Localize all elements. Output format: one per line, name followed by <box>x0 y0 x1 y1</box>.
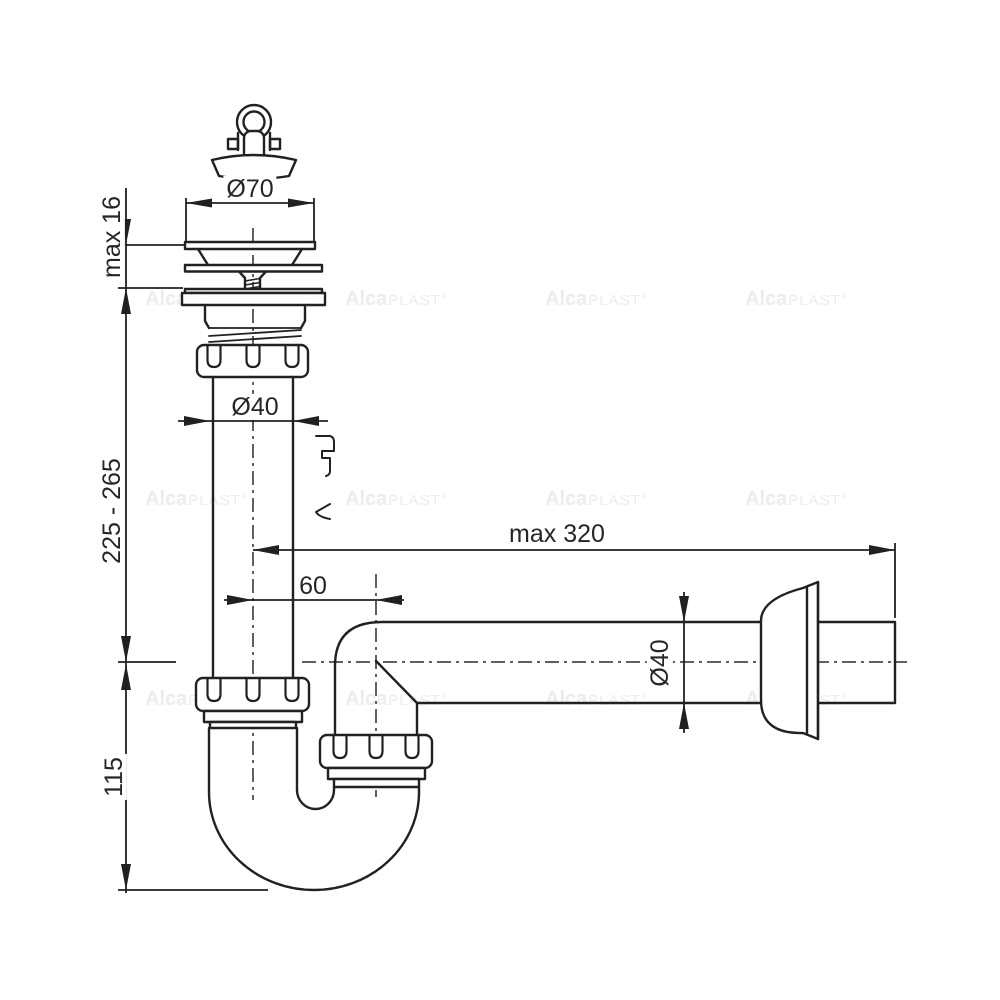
strainer-washer-thick <box>180 291 327 307</box>
drain-plug <box>210 103 298 181</box>
dim-strainer-diameter: Ø70 <box>223 176 277 202</box>
brand-watermark: AlcaPLAST® <box>545 288 648 310</box>
elbow-outer <box>333 620 762 739</box>
vertical-pipe-walls <box>211 375 295 680</box>
dim-trap-height: 115 <box>100 754 128 800</box>
elbow-nut-step <box>332 777 421 789</box>
dimension-arrowheads <box>121 198 895 890</box>
strainer-lower-body <box>203 303 307 330</box>
dim-flange-max-height: max 16 <box>98 193 126 281</box>
strainer-stem-threads <box>244 277 261 290</box>
trap-outer-arc <box>207 790 421 892</box>
trap-inner-dip <box>295 788 336 811</box>
brand-watermark: AlcaPLAST® <box>345 288 448 310</box>
plug-tab-left <box>226 137 240 151</box>
dim-outlet-pipe-diameter: Ø40 <box>646 636 674 690</box>
strainer-thread-section <box>208 327 302 346</box>
outlet-elbow-and-pipe <box>333 620 897 739</box>
outlet-pipe-right <box>816 620 897 705</box>
upper-union-nut <box>195 343 310 379</box>
plug-loop-inner <box>242 110 266 134</box>
trap-left-cup <box>207 726 299 794</box>
pipe-cut-symbol <box>315 435 335 520</box>
strainer-mid-plate <box>183 263 324 273</box>
u-bend <box>207 726 421 892</box>
dim-outlet-max-length: max 320 <box>506 521 608 547</box>
dim-elbow-offset: 60 <box>296 573 330 599</box>
plug-tab-right <box>268 137 282 151</box>
elbow-union-nut <box>318 733 434 789</box>
siphon-body <box>180 103 897 892</box>
elbow-nut-collar <box>326 766 427 781</box>
d70-extension-lines <box>185 198 315 242</box>
trap-nut-step <box>208 720 298 730</box>
trap-inlet-nut <box>194 676 311 730</box>
left-extension-ticks <box>118 244 268 891</box>
brand-watermark: AlcaPLAST® <box>545 688 648 710</box>
brand-watermark: AlcaPLAST® <box>745 488 848 510</box>
elbow-inner-chamfer <box>374 659 419 705</box>
centerlines <box>252 228 907 800</box>
brand-watermark: AlcaPLAST® <box>345 488 448 510</box>
strainer-top-plate <box>183 240 317 251</box>
trap-nut-collar <box>202 709 304 724</box>
strainer-assembly <box>180 240 327 346</box>
dim-vertical-adjust-range: 225 - 265 <box>98 455 126 567</box>
wall-escutcheon <box>759 580 820 741</box>
brand-watermark: AlcaPLAST® <box>745 288 848 310</box>
brand-watermark: AlcaPLAST® <box>545 488 648 510</box>
dim-vertical-pipe-diameter: Ø40 <box>228 394 282 420</box>
strainer-funnel <box>196 247 304 267</box>
